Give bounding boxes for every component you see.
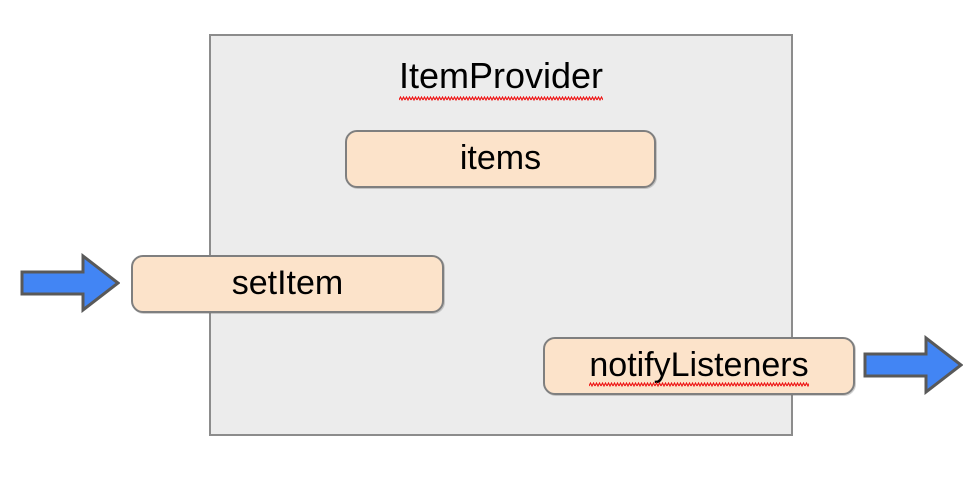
member-label-setitem: setItem <box>231 264 344 302</box>
member-box-notifylisteners[interactable]: notifyListeners <box>543 337 855 395</box>
spellcheck-squiggle-icon <box>398 96 604 101</box>
spellcheck-squiggle-icon <box>589 382 809 387</box>
member-label-items: items <box>459 139 542 177</box>
member-label-notifylisteners: notifyListeners <box>589 345 809 387</box>
member-box-setitem[interactable]: setItem <box>131 255 444 313</box>
class-title-label: ItemProvider <box>398 55 604 96</box>
incoming-arrow-icon <box>20 253 120 313</box>
class-title: ItemProvider <box>209 54 793 101</box>
outgoing-arrow-icon <box>863 335 963 395</box>
member-box-items[interactable]: items <box>345 130 656 188</box>
